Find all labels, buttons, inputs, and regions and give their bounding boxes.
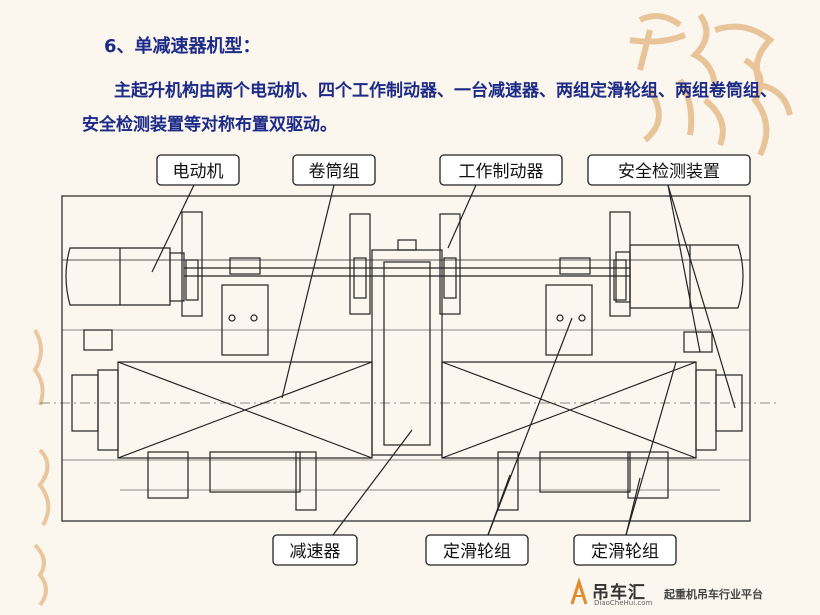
safety-sensor-right: [683, 331, 713, 353]
brand-name: 吊车汇: [592, 583, 646, 603]
svg-text:减速器: 减速器: [290, 542, 341, 562]
seal-left-side: [32, 328, 51, 607]
right-end-block: [715, 374, 743, 432]
label-reducer: 减速器: [272, 534, 358, 566]
description-paragraph: 主起升机构由两个电动机、四个工作制动器、一台减速器、两组定滑轮组、两组卷筒组、安…: [82, 81, 777, 135]
frame-outline: [61, 195, 751, 522]
svg-text:安全检测装置: 安全检测装置: [618, 162, 720, 182]
brand-url: DiaoCheHui.com: [594, 599, 653, 607]
svg-text:定滑轮组: 定滑轮组: [591, 542, 659, 562]
label-pulley-group-right: 定滑轮组: [573, 534, 677, 566]
pulley-group-right-shape: [497, 451, 669, 511]
bearing-block-right: [545, 284, 593, 356]
coupling-right: [559, 257, 591, 275]
right-motor: [615, 244, 744, 309]
brake-4: [609, 211, 631, 317]
coupling-left: [229, 257, 261, 275]
pulley-group-left-shape: [147, 451, 317, 511]
brake-3: [439, 213, 461, 315]
right-drum: [441, 361, 717, 459]
label-brake: 工作制动器: [439, 154, 563, 186]
seal-top-right: [629, 13, 793, 157]
svg-text:电动机: 电动机: [173, 162, 224, 182]
brake-2: [349, 213, 371, 315]
svg-text:卷筒组: 卷筒组: [309, 162, 360, 182]
bearing-block-left: [221, 284, 269, 356]
svg-text:工作制动器: 工作制动器: [459, 162, 544, 182]
callout-labels: 电动机 卷筒组 工作制动器 安全检测装置 减速器 定滑轮组 定滑轮组: [156, 154, 751, 566]
label-pulley-group-left: 定滑轮组: [425, 534, 529, 566]
left-drum: [97, 361, 373, 459]
leader-lines: [151, 184, 736, 536]
section-heading: 6、单减速器机型：: [104, 36, 261, 57]
label-drum-group: 卷筒组: [292, 154, 376, 186]
reducer-body: [371, 239, 443, 456]
safety-sensor-left: [83, 329, 113, 351]
label-safety-device: 安全检测装置: [587, 154, 751, 186]
brand-slogan: 起重机吊车行业平台: [664, 588, 763, 601]
label-motor: 电动机: [156, 154, 240, 186]
brake-1: [181, 211, 203, 317]
crane-logo-icon: [570, 578, 588, 605]
svg-text:定滑轮组: 定滑轮组: [443, 542, 511, 562]
left-motor: [65, 247, 185, 306]
left-end-block: [71, 374, 99, 432]
